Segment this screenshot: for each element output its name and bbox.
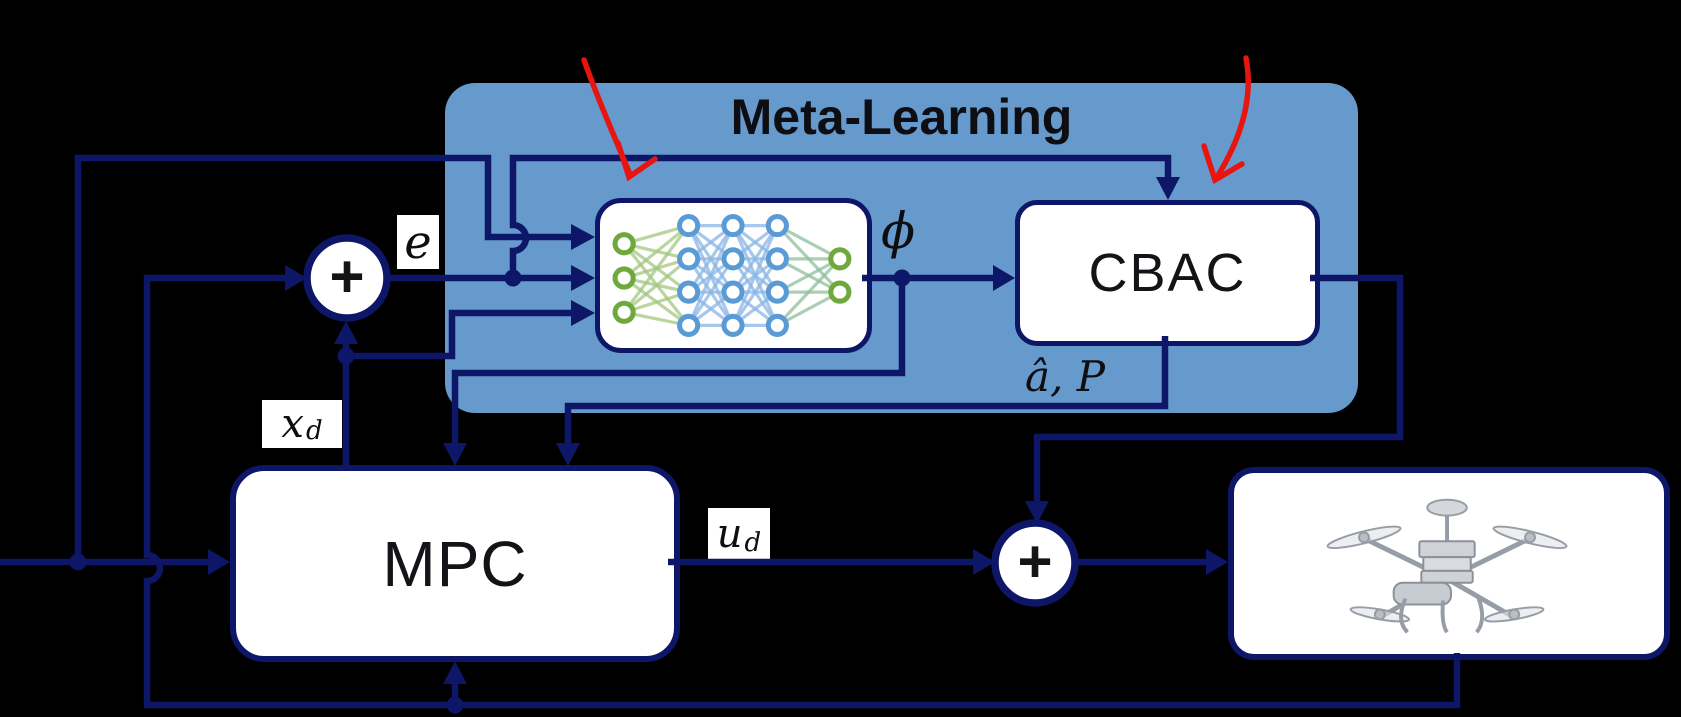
arrow-into-cbac-top [1156,177,1180,200]
drone-box [1228,467,1670,660]
arrow-into-sum-right [973,549,995,575]
junction-dot [893,269,911,287]
arrow-into-cbac-left [993,265,1015,291]
label-ud-base: u [716,511,743,557]
arrow-into-nn-3 [571,300,595,326]
red-arrowhead-nn [615,140,658,182]
cbac-label: CBAC [1088,243,1247,303]
label-ahat-P: â, P [1024,351,1105,401]
wire-phi-to-mpc [451,278,906,444]
arrow-into-sum-left [285,265,307,291]
label-xd-sub: d [305,416,323,446]
wire-error-to-cbac [509,154,1172,278]
label-e: e [397,215,439,269]
wire-state-feedback-bottom [144,653,1461,709]
junction-dot [69,553,87,571]
arrow-into-mpc-left [208,549,230,575]
wire-xd-to-nn [346,309,572,360]
wire-ahat-P [564,336,1169,444]
quadrotor-icon [1326,498,1568,634]
label-xd-base: x [281,401,304,447]
arrow-into-nn-2 [571,265,595,291]
arrow-into-nn-1 [571,224,595,250]
arrow-into-sum-left-bottom [334,321,358,344]
junction-dot [446,696,464,714]
sum-junction-right: + [991,519,1079,607]
label-phi: ϕ [880,202,916,260]
wire-cbac-output [1033,274,1404,502]
arrow-into-sum-right-top [1025,501,1049,524]
neural-network-box [595,198,872,353]
meta-learning-title: Meta-Learning [730,89,1073,145]
red-meta-update-arrow-cbac [1214,55,1251,180]
junction-dot [337,347,355,365]
plus-sign: + [329,243,364,310]
arrow-into-mpc-bottom [443,661,467,684]
label-ud-sub: d [744,528,762,558]
red-arrowhead-cbac [1201,143,1245,185]
wire-reference-to-nn [74,154,572,562]
mpc-box: MPC [230,465,680,662]
sum-junction-left: + [303,234,391,322]
arrow-ahatP-into-mpc [556,443,580,466]
junction-dot [504,269,522,287]
arrow-into-drone [1206,549,1228,575]
arrowheads [69,177,1228,714]
neural-network-icon [612,213,851,337]
arrow-phi-into-mpc [443,443,467,466]
wire-state-to-sum [143,274,286,705]
plus-sign: + [1017,528,1052,595]
mpc-label: MPC [382,527,528,600]
